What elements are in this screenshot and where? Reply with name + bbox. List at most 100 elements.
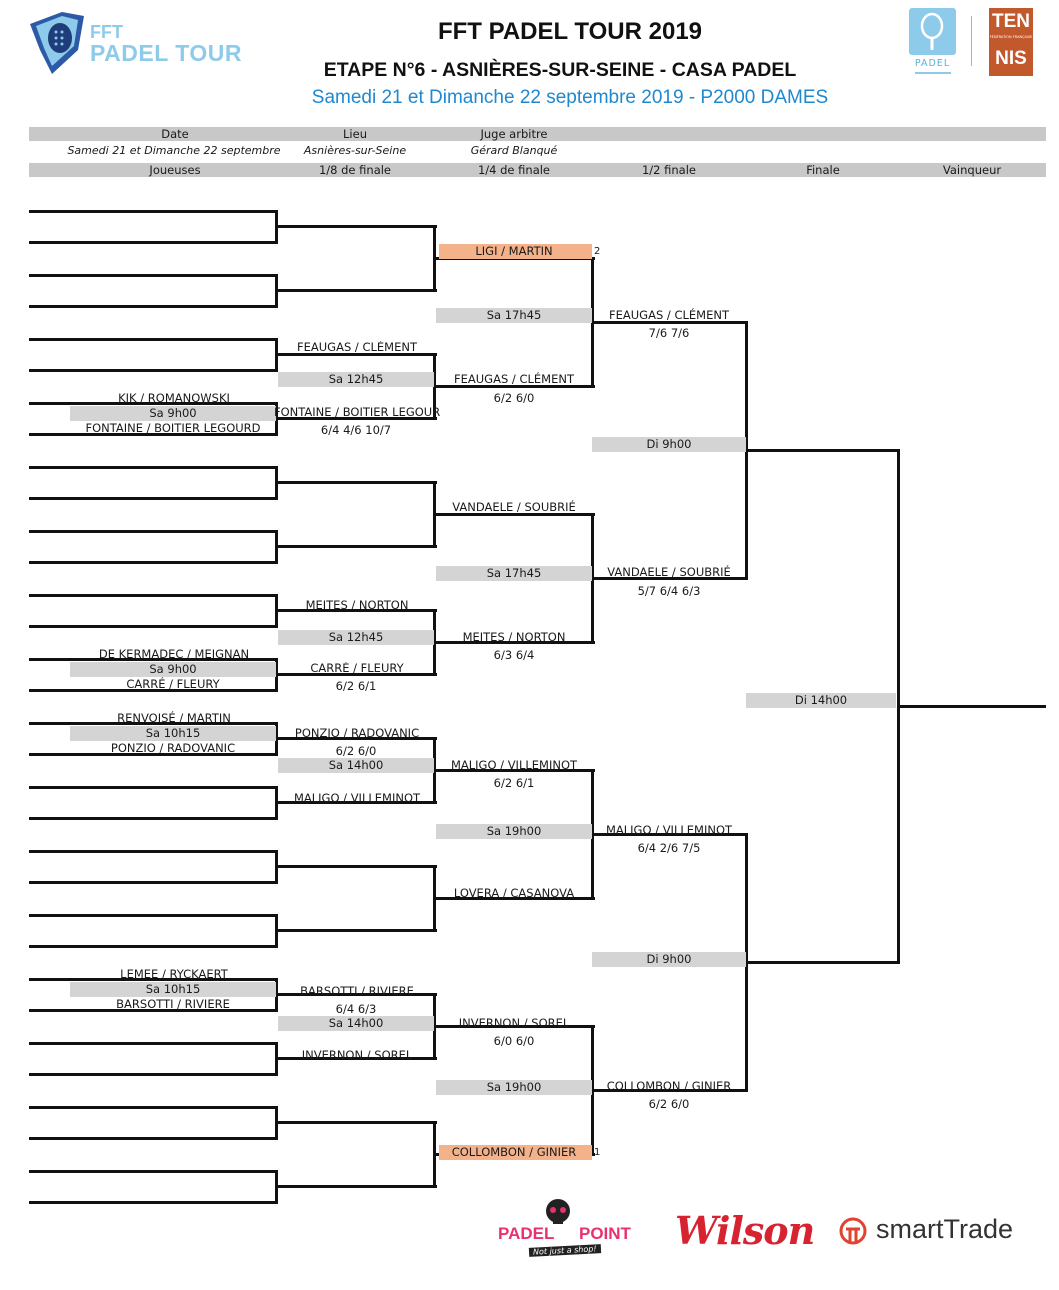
r16-line [275,609,437,612]
qf-line [433,897,595,900]
padel-logo-text: PADEL [914,58,951,69]
r32-time: Sa 10h15 [145,982,201,996]
r32-team-bottom: BARSOTTI / RIVIERE [116,997,230,1011]
player-line [29,561,278,564]
player-line [29,497,278,500]
padel-point-word-2: POINT [579,1224,631,1243]
r16-line [275,417,437,420]
r32-team-bottom: PONZIO / RADOVANIC [110,741,236,755]
sf-score: 5/7 6/4 6/3 [637,584,701,598]
player-line [29,1170,278,1173]
smarttrade-icon [839,1217,867,1245]
qf-time: Sa 17h45 [486,308,542,322]
juge-value: Gérard Blanqué [470,144,558,157]
sf-team: MALIGO / VILLEMINOT [605,823,733,837]
r32-team-top: LEMEE / RYCKAERT [120,967,228,981]
r16-line [275,289,437,292]
sf-score: 7/6 7/6 [648,326,690,340]
player-line [29,817,278,820]
fft-tennis-logo: TEN FÉDÉRATION FRANÇAISE NIS [989,8,1033,76]
qf-time: Sa 19h00 [486,1080,542,1094]
page-title: FFT PADEL TOUR 2019 [437,18,703,45]
r32-team-bottom: FONTAINE / BOITIER LEGOURD [85,421,261,435]
r16-line [275,801,437,804]
seed-number: 1 [594,1147,601,1158]
logo-divider [971,16,972,66]
lieu-label: Lieu [343,127,367,141]
r16-line [275,1057,437,1060]
r32-time-bar [70,662,276,677]
page-dates: Samedi 21 et Dimanche 22 septembre 2019 … [311,87,829,108]
smarttrade-text: smartTrade [876,1214,1014,1244]
r32-time-bar [70,406,276,421]
qf-seeded-team: LIGI / MARTIN [475,244,553,258]
qf-time-bar [436,566,592,581]
padel-logo-icon [909,8,956,55]
r16-time-bar [278,758,434,773]
qf-team: MALIGO / VILLEMINOT [450,758,578,772]
r16-line [275,225,437,228]
r16-team: MALIGO / VILLEMINOT [293,792,421,805]
r16-line [275,545,437,548]
player-line [29,1137,278,1140]
sf-team: VANDAELE / SOUBRIÉ [607,565,731,579]
qf-time-bar [436,1080,592,1095]
wilson-logo: Wilson [675,1208,815,1253]
r16-line [275,673,437,676]
winner-line [897,705,1046,708]
r16-line [275,737,437,740]
date-value: Samedi 21 et Dimanche 22 septembre [67,144,281,157]
col-qf: 1/4 de finale [477,163,551,177]
r16-line [275,865,437,868]
r16-time-bar [278,630,434,645]
r16-line [275,1185,437,1188]
r16-time: Sa 14h00 [328,1016,384,1030]
sf-line [591,1089,748,1092]
r32-team-top: RENVOISÉ / MARTIN [117,711,231,725]
sf-team: FEAUGAS / CLÉMENT [609,308,729,322]
sf-line [591,321,748,324]
r16-time: Sa 12h45 [328,630,384,644]
player-line [29,369,278,372]
r32-time-bar [70,982,276,997]
fft-padel-tour-logo: FFT PADEL TOUR [28,10,258,76]
player-line [29,466,278,469]
qf-line [433,641,595,644]
r16-line [275,481,437,484]
r32-team-top: DE KERMADEC / MEIGNAN [98,647,250,661]
seed-bar [439,244,592,259]
round-label-bar [29,163,1046,177]
fft-padel-logo: PADEL [909,8,957,76]
r16-team: FEAUGAS / CLÉMENT [297,341,417,354]
player-line [29,594,278,597]
player-line [29,978,278,981]
r16-score: 6/4 6/3 [335,1002,377,1016]
col-vainqueur: Vainqueur [942,163,1002,177]
player-line [29,338,278,341]
date-label: Date [161,127,189,141]
player-line [29,530,278,533]
r16-score: 6/4 4/6 10/7 [320,423,392,437]
tennis-logo-mid: FÉDÉRATION FRANÇAISE [989,35,1033,39]
col-joueuses: Joueuses [149,163,201,177]
padel-point-word-1: PADEL [498,1224,555,1243]
tennis-logo-bottom: NIS [995,48,1027,69]
sf-time: Di 9h00 [646,952,692,966]
page-subtitle: ETAPE N°6 - ASNIÈRES-SUR-SEINE - CASA PA… [323,59,797,81]
player-line [29,433,278,436]
player-line [29,881,278,884]
qf-score: 6/2 6/0 [493,391,535,405]
player-line [29,274,278,277]
r16-team: FONTAINE / BOITIER LEGOURD [274,406,440,419]
qf-score: 6/2 6/1 [493,776,535,790]
sf-team: COLLOMBON / GINIER [606,1079,732,1093]
r16-line [275,353,437,356]
r16-time: Sa 12h45 [328,372,384,386]
player-line [29,1009,278,1012]
r16-team: CARRÉ / FLEURY [310,662,404,675]
r32-time: Sa 10h15 [145,726,201,740]
player-line [29,658,278,661]
player-line [29,945,278,948]
player-line [29,753,278,756]
r16-line [275,993,437,996]
